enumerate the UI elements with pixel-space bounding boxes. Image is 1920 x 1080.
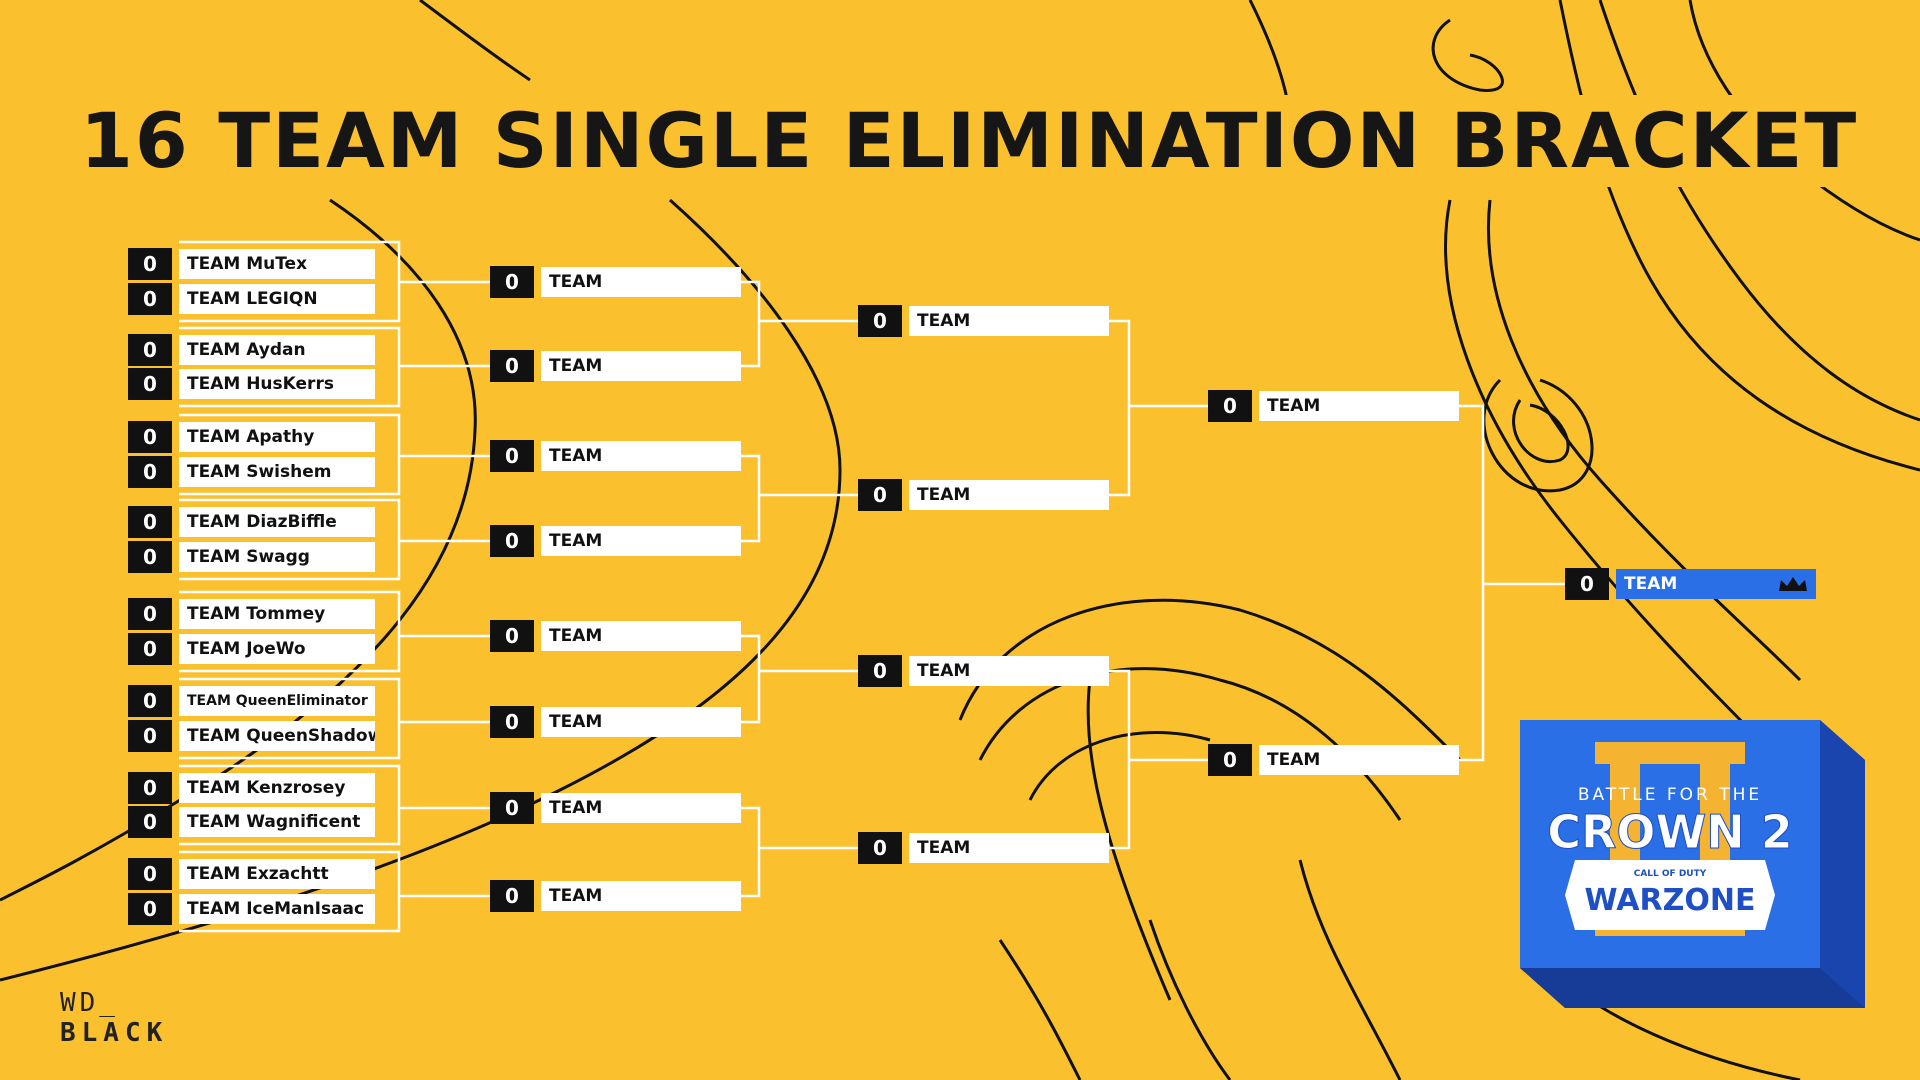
team-name: TEAM Swagg <box>179 542 375 572</box>
logo-line3: CALL OF DUTY <box>1634 869 1707 879</box>
team-name: TEAM DiazBiffle <box>179 507 375 537</box>
final-team-label: TEAM <box>1624 574 1678 594</box>
battle-for-the-crown-logo: BATTLE FOR THE CROWN 2 CALL OF DUTY WARZ… <box>1520 720 1865 1008</box>
team-name: TEAM Exzachtt <box>179 859 375 889</box>
score-box: 0 <box>128 368 172 400</box>
team-name: TEAM <box>541 351 741 381</box>
score-box: 0 <box>128 806 172 838</box>
team-name: TEAM Aydan <box>179 335 375 365</box>
score-box: 0 <box>490 266 534 298</box>
score-box: 0 <box>1565 568 1609 600</box>
score-box: 0 <box>858 305 902 337</box>
team-name: TEAM <box>909 833 1109 863</box>
wd-logo-line1: WD_ <box>60 988 119 1018</box>
team-name: TEAM <box>541 621 741 651</box>
team-name: TEAM <box>541 793 741 823</box>
score-box: 0 <box>858 832 902 864</box>
score-box: 0 <box>128 685 172 717</box>
score-box: 0 <box>490 792 534 824</box>
team-name: TEAM Wagnificent <box>179 807 375 837</box>
wd-black-logo: WD_ BLACK <box>60 988 168 1048</box>
team-name: TEAM <box>909 656 1109 686</box>
team-name: TEAM <box>541 881 741 911</box>
score-box: 0 <box>128 334 172 366</box>
team-name: TEAM Kenzrosey <box>179 773 375 803</box>
score-box: 0 <box>128 893 172 925</box>
team-name: TEAM IceManIsaac <box>179 894 375 924</box>
team-name: TEAM <box>541 707 741 737</box>
score-box: 0 <box>128 858 172 890</box>
score-box: 0 <box>858 655 902 687</box>
score-box: 0 <box>128 283 172 315</box>
score-box: 0 <box>490 525 534 557</box>
score-box: 0 <box>128 772 172 804</box>
score-box: 0 <box>490 350 534 382</box>
team-name: TEAM QueenEliminator <box>179 686 375 716</box>
score-box: 0 <box>128 506 172 538</box>
score-box: 0 <box>128 541 172 573</box>
team-name: TEAM LEGIQN <box>179 284 375 314</box>
team-name: TEAM <box>909 480 1109 510</box>
team-name: TEAM Tommey <box>179 599 375 629</box>
score-box: 0 <box>128 421 172 453</box>
team-name: TEAM JoeWo <box>179 634 375 664</box>
crown-icon <box>1779 577 1807 591</box>
logo-line1: BATTLE FOR THE <box>1578 785 1762 805</box>
score-box: 0 <box>128 456 172 488</box>
wd-logo-line2: BLACK <box>60 1018 169 1048</box>
team-name: TEAM Apathy <box>179 422 375 452</box>
score-box: 0 <box>128 633 172 665</box>
score-box: 0 <box>490 620 534 652</box>
team-name: TEAM MuTex <box>179 249 375 279</box>
team-name: TEAM <box>541 526 741 556</box>
logo-line2: CROWN 2 <box>1547 805 1793 859</box>
team-name: TEAM <box>541 441 741 471</box>
page-title: 16 TEAM SINGLE ELIMINATION BRACKET <box>74 95 1865 187</box>
team-name: TEAM <box>1259 391 1459 421</box>
score-box: 0 <box>1208 390 1252 422</box>
score-box: 0 <box>128 598 172 630</box>
team-name: TEAM <box>1616 569 1816 599</box>
team-name: TEAM Swishem <box>179 457 375 487</box>
logo-line4: WARZONE <box>1585 883 1756 918</box>
score-box: 0 <box>128 248 172 280</box>
score-box: 0 <box>490 706 534 738</box>
team-name: TEAM <box>909 306 1109 336</box>
team-name: TEAM <box>541 267 741 297</box>
score-box: 0 <box>128 720 172 752</box>
team-name: TEAM HusKerrs <box>179 369 375 399</box>
score-box: 0 <box>490 880 534 912</box>
team-name: TEAM QueenShadows <box>179 721 375 751</box>
score-box: 0 <box>490 440 534 472</box>
score-box: 0 <box>1208 744 1252 776</box>
team-name: TEAM <box>1259 745 1459 775</box>
score-box: 0 <box>858 479 902 511</box>
